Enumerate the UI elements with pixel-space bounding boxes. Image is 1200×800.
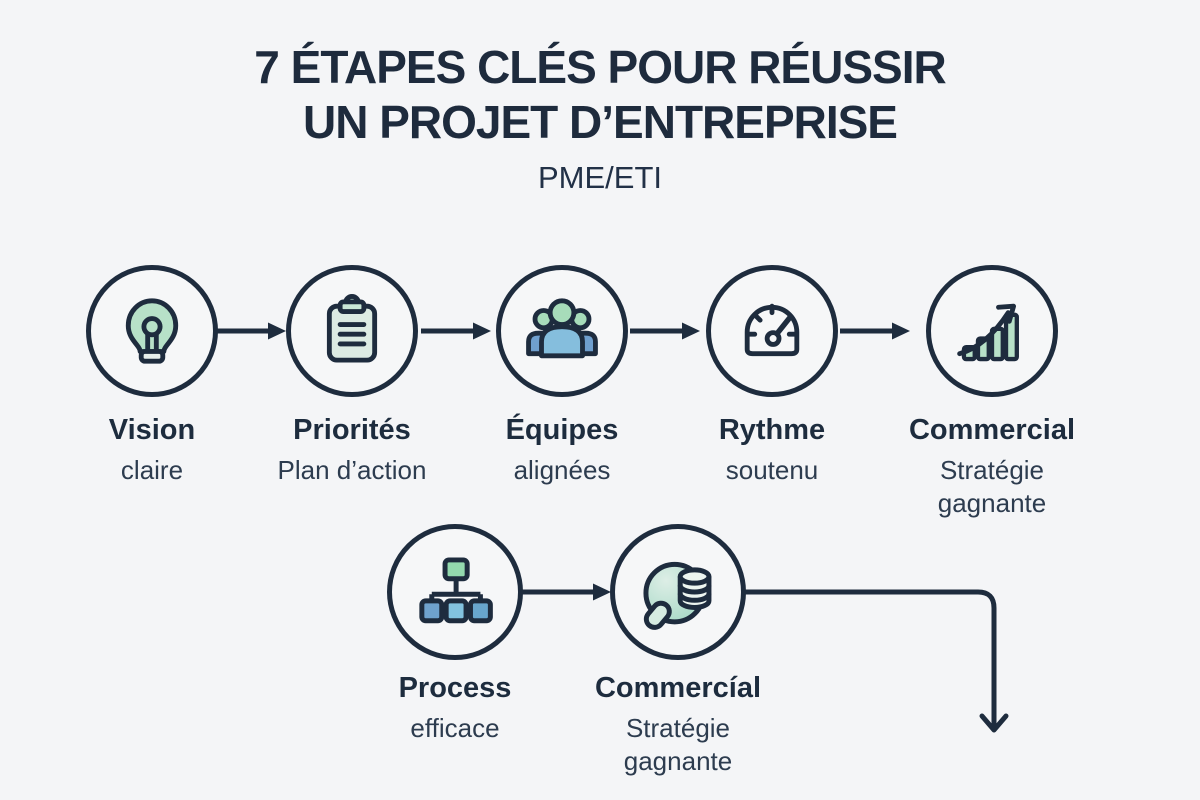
org-chart-icon [419, 557, 493, 624]
arrow-right-icon [421, 322, 491, 340]
step-labels: Process efficace [355, 672, 555, 745]
arrow-right-icon [630, 322, 700, 340]
step-sublabel: claire [120, 455, 184, 486]
page-title-line2: UN PROJET D’ENTREPRISE [303, 96, 898, 149]
step-commercial [892, 265, 1092, 397]
page-subtitle: PME/ETI [537, 160, 662, 196]
arrow-right-icon [216, 322, 286, 340]
step-equipes [462, 265, 662, 397]
header: 7 ÉTAPES CLÉS POUR RÉUSSIR UN PROJET D’E… [0, 40, 1200, 196]
step-rythme [672, 265, 872, 397]
lightbulb-icon [125, 298, 179, 364]
step-sublabel: Plan d’action [277, 455, 427, 486]
arrow-right-icon [521, 583, 611, 601]
step-label: Équipes [505, 414, 619, 446]
page-title-line1: 7 ÉTAPES CLÉS POUR RÉUSSIR [254, 41, 946, 93]
clipboard-icon [326, 294, 378, 363]
step-labels: Équipes alignées [462, 414, 662, 487]
step-labels: Commercíal Stratégie gagnante [578, 672, 778, 777]
step-sublabel: alignées [513, 455, 611, 486]
globe-database-icon [643, 561, 712, 630]
elbow-arrow-down-icon [744, 589, 1009, 733]
step-circle [926, 265, 1058, 397]
step-circle [86, 265, 218, 397]
step-labels: Commercial Stratégie gagnante [892, 414, 1092, 519]
arrow-right-icon [840, 322, 910, 340]
step-label: Commercial [908, 414, 1075, 446]
step-priorites [252, 265, 452, 397]
step-sublabel: efficace [410, 713, 500, 744]
step-labels: Vision claire [52, 414, 252, 487]
step-circle [496, 265, 628, 397]
step-circle [286, 265, 418, 397]
step-vision [52, 265, 252, 397]
step-label: Priorités [293, 414, 411, 446]
step-sublabel: soutenu [725, 455, 819, 486]
step-circle [387, 524, 523, 660]
step-circle [706, 265, 838, 397]
growth-chart-icon [957, 303, 1019, 362]
step-process [355, 524, 555, 660]
step-circle [610, 524, 746, 660]
step-label: Commercíal [594, 672, 761, 704]
step-labels: Priorités Plan d’action [252, 414, 452, 487]
step-label: Vision [108, 414, 196, 446]
step-sublabel: Stratégie gagnante [937, 455, 1047, 518]
step-label: Process [398, 672, 512, 704]
step-labels: Rythme soutenu [672, 414, 872, 487]
step-sublabel: Stratégie gagnante [623, 713, 733, 776]
speedometer-icon [744, 303, 800, 357]
step-label: Rythme [718, 414, 826, 446]
team-icon [526, 298, 598, 359]
